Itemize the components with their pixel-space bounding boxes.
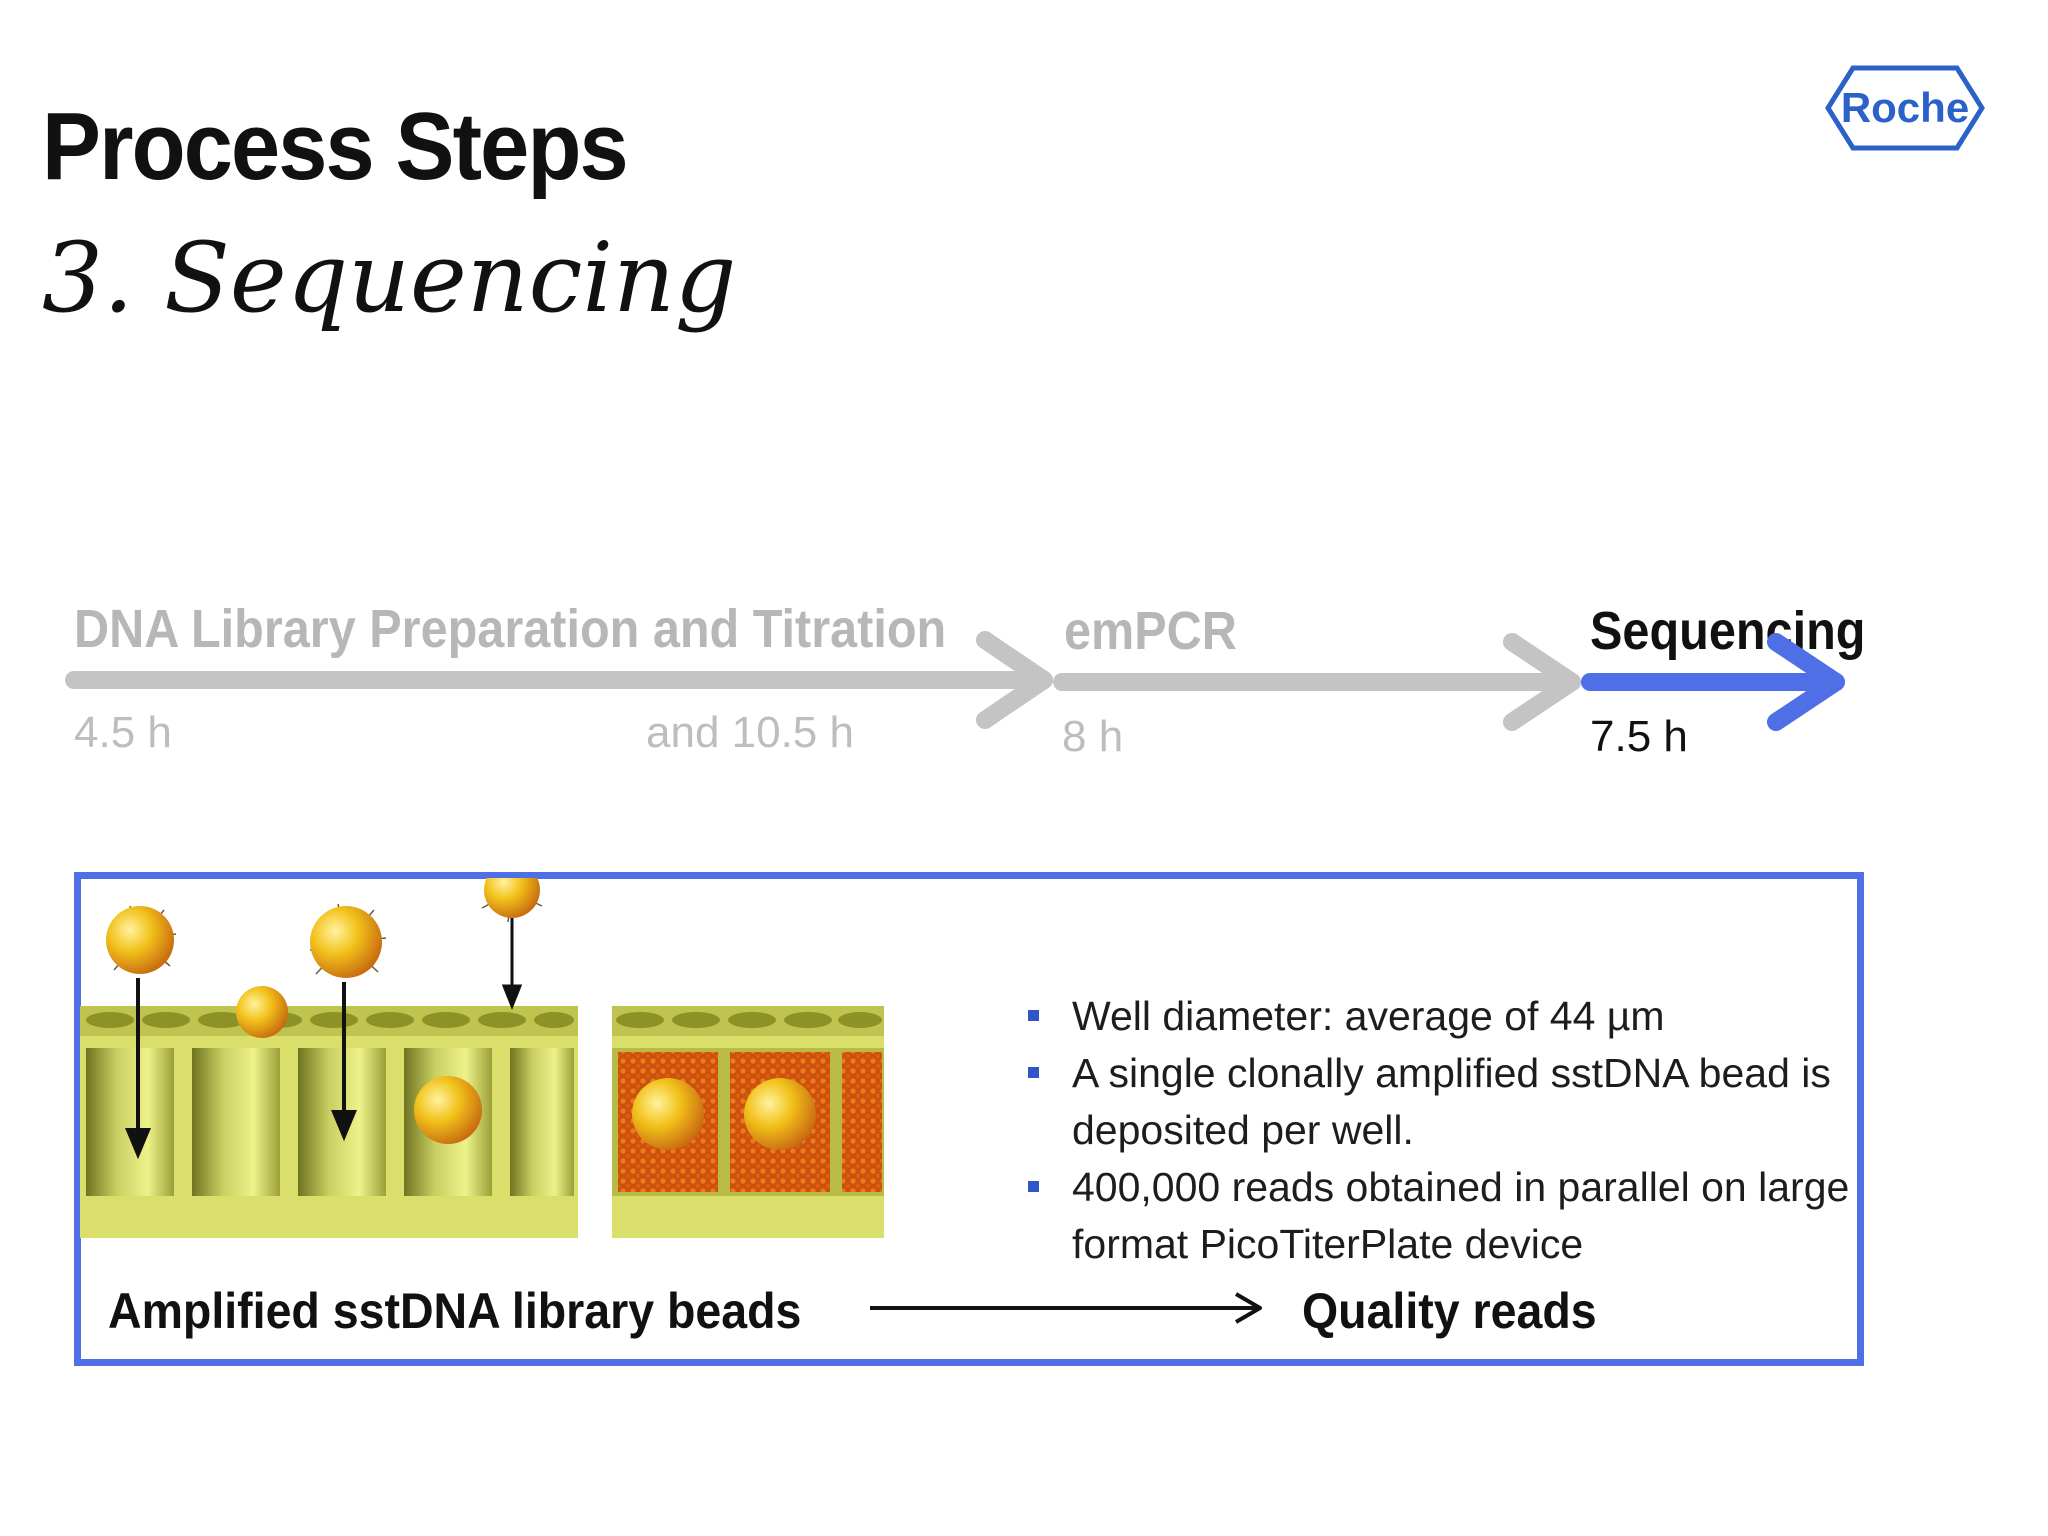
down-arrow-icon bbox=[125, 978, 151, 1160]
list-item: A single clonally amplified sstDNA bead … bbox=[1016, 1045, 1856, 1159]
bead-in-well bbox=[632, 1078, 704, 1150]
stage-label-library-prep: DNA Library Preparation and Titration bbox=[74, 599, 947, 659]
picotiterplate-illustration bbox=[80, 878, 884, 1238]
bullet-text: 400,000 reads obtained in parallel on la… bbox=[1072, 1164, 1850, 1267]
slide-title: Process Steps bbox=[42, 93, 629, 200]
arrow-empcr bbox=[1053, 633, 1581, 731]
right-arrow-icon bbox=[870, 1292, 1262, 1324]
bead-in-well bbox=[744, 1078, 816, 1150]
bullet-square-icon bbox=[1028, 1010, 1039, 1021]
roche-logo: Roche bbox=[1825, 62, 1985, 154]
stage-time-sequencing: 7.5 h bbox=[1590, 712, 1688, 761]
floating-bead-1 bbox=[106, 906, 174, 974]
sequencing-facts-list: Well diameter: average of 44 µm A single… bbox=[1016, 988, 1856, 1273]
bullet-text: Well diameter: average of 44 µm bbox=[1072, 993, 1665, 1039]
list-item: Well diameter: average of 44 µm bbox=[1016, 988, 1856, 1045]
stage-label-sequencing: Sequencing bbox=[1590, 601, 1866, 661]
stage-time-library-start: 4.5 h bbox=[74, 708, 172, 757]
caption-input: Amplified sstDNA library beads bbox=[108, 1283, 802, 1339]
floating-bead-2 bbox=[310, 906, 382, 978]
down-arrow-icon bbox=[501, 918, 523, 1011]
stage-label-empcr: emPCR bbox=[1064, 601, 1237, 661]
bullet-square-icon bbox=[1028, 1181, 1039, 1192]
bullet-square-icon bbox=[1028, 1067, 1039, 1078]
slide-subtitle: 3. Sequencing bbox=[42, 222, 737, 334]
floating-bead-3 bbox=[484, 878, 540, 918]
stage-time-empcr: 8 h bbox=[1062, 712, 1124, 761]
list-item: 400,000 reads obtained in parallel on la… bbox=[1016, 1159, 1856, 1273]
plate-block-left bbox=[80, 1006, 578, 1238]
floating-bead-4 bbox=[236, 986, 288, 1038]
caption-output: Quality reads bbox=[1302, 1283, 1597, 1339]
arrow-library-prep bbox=[65, 631, 1053, 729]
plate-top-cells bbox=[86, 1012, 574, 1028]
bullet-text: A single clonally amplified sstDNA bead … bbox=[1072, 1050, 1831, 1153]
stage-time-library-end: and 10.5 h bbox=[646, 708, 854, 757]
timeline-arrows bbox=[65, 631, 1845, 731]
roche-hexagon-icon: Roche bbox=[1825, 65, 1985, 151]
roche-logo-text: Roche bbox=[1841, 84, 1969, 131]
down-arrow-icon bbox=[331, 982, 357, 1142]
bead-in-well bbox=[414, 1076, 482, 1144]
arrow-sequencing bbox=[1581, 633, 1845, 731]
